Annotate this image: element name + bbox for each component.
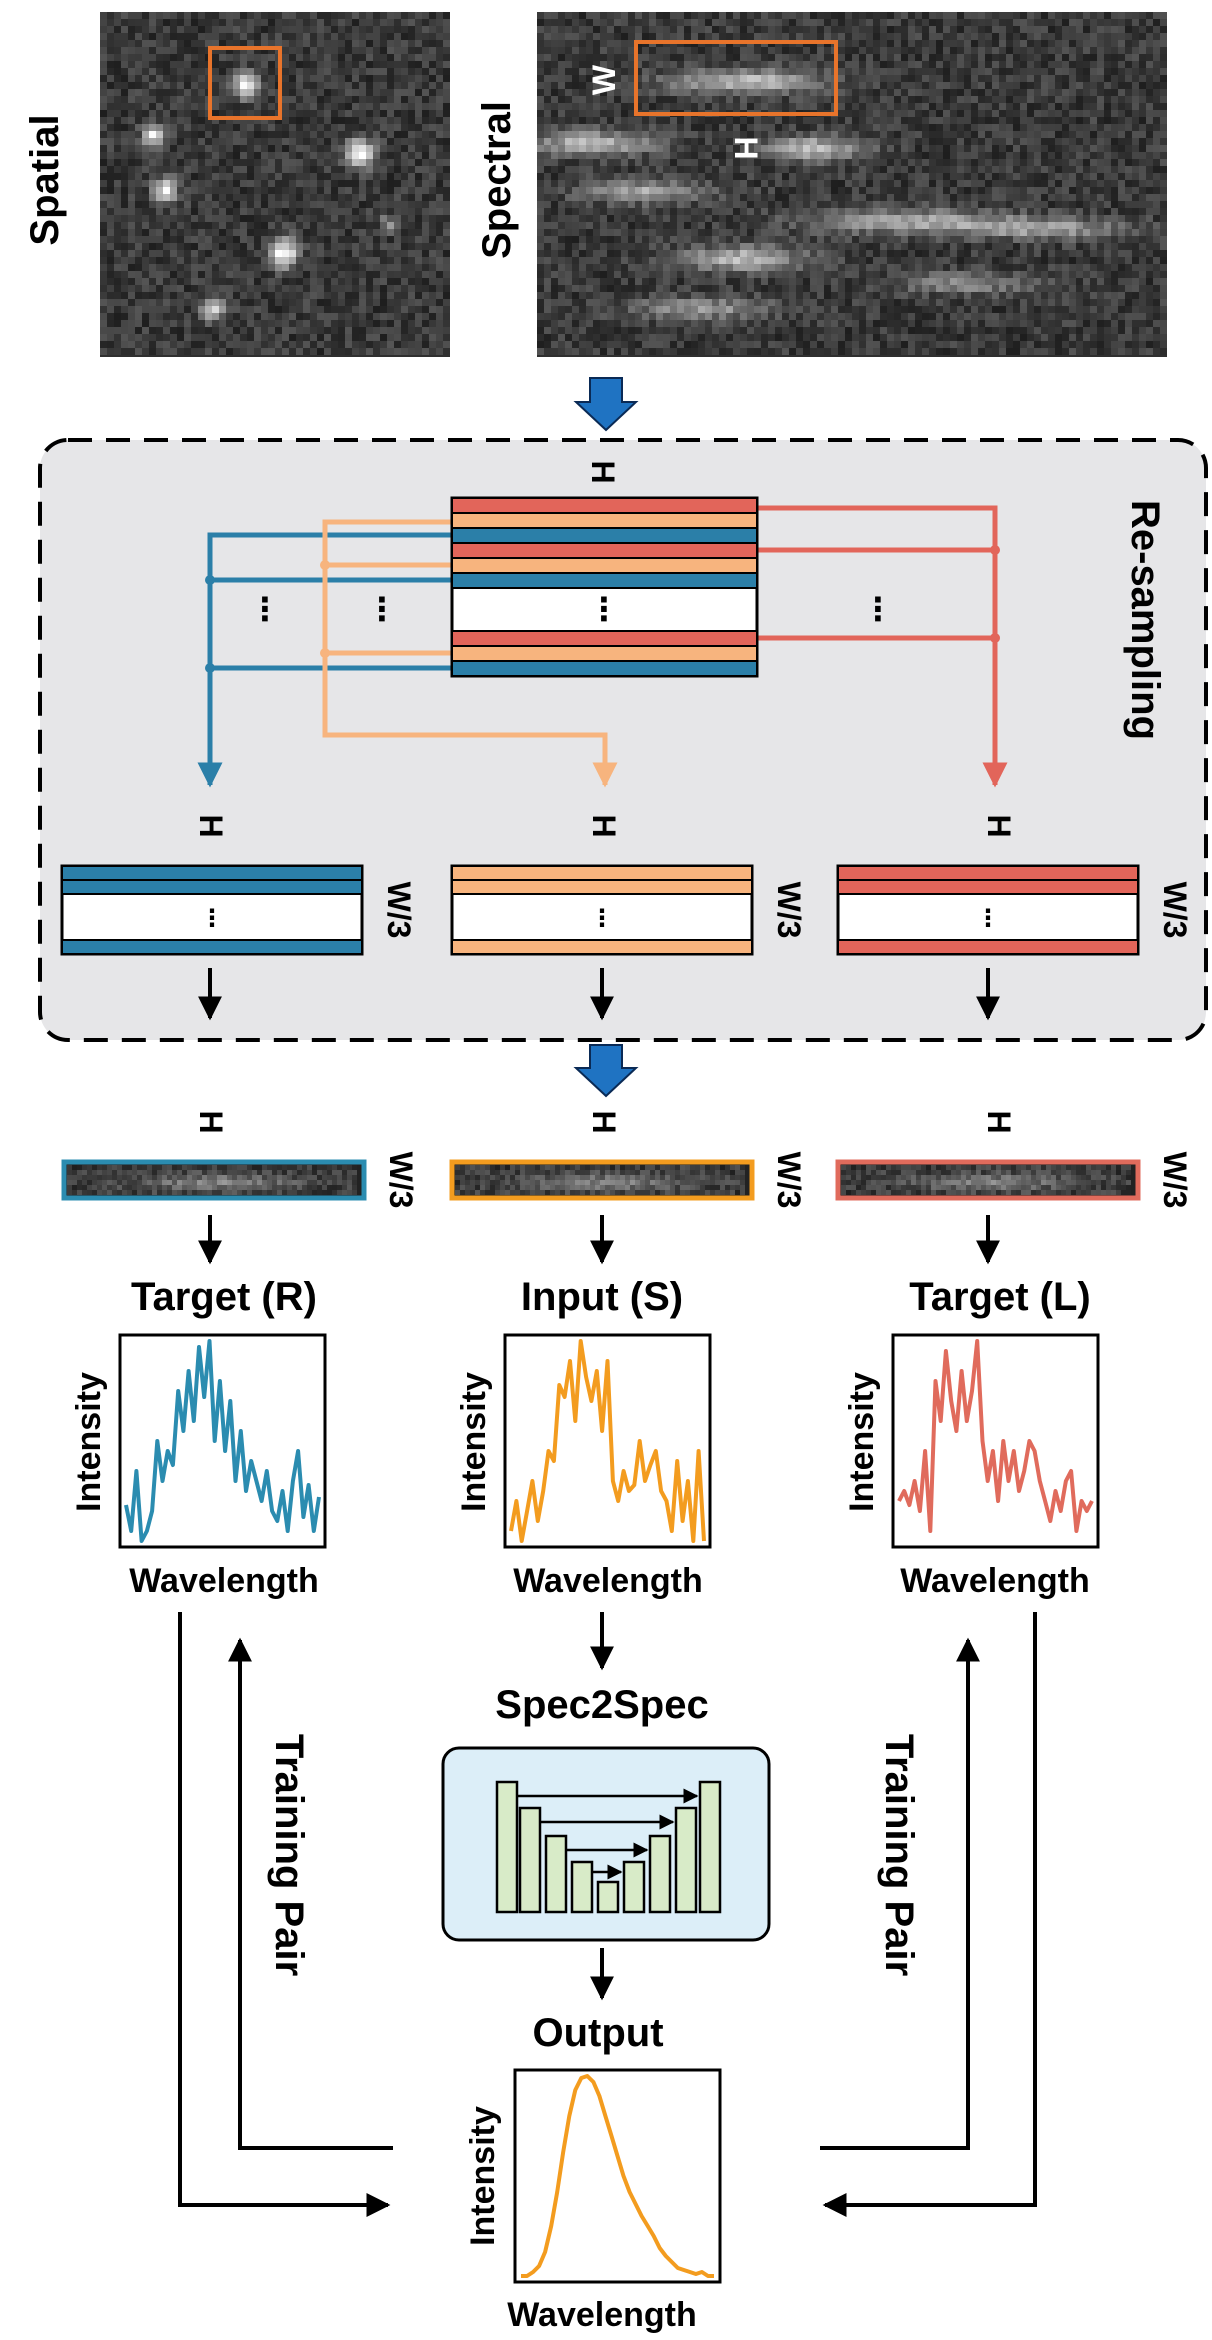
crop-left: [61, 1159, 367, 1201]
resampling-connectors: [197, 505, 1008, 788]
crop-right: [835, 1159, 1141, 1201]
training-pair-arrows-left: [178, 1612, 393, 2217]
unet-bar-2: [518, 1806, 542, 1914]
spec2spec-network: [441, 1746, 771, 1942]
crop-left-w3-label: W/3: [383, 1152, 419, 1209]
panel-title-input-s: Input (S): [521, 1275, 683, 1319]
plot-l-ylabel: Intensity: [843, 1372, 881, 1512]
spectral-label: Spectral: [475, 101, 519, 259]
resampling-title: Re-sampling: [1123, 500, 1167, 740]
training-pair-label-left: Training Pair: [267, 1734, 311, 1976]
output-ylabel: Intensity: [464, 2106, 502, 2246]
series-line-target-l: [897, 1339, 1094, 1533]
crop-mid-w3-label: W/3: [771, 1152, 807, 1209]
unet-bar-5: [596, 1880, 620, 1914]
blue-w3-label: W/3: [381, 882, 417, 939]
unet-bar-8: [674, 1806, 698, 1914]
spatial-label: Spatial: [23, 114, 67, 245]
series-line-output: [521, 2074, 714, 2278]
spectral-w-label: W: [586, 64, 622, 95]
unet-bar-3: [544, 1834, 568, 1914]
substack-arrows: [198, 968, 1000, 1021]
plot-output: [513, 2068, 722, 2284]
red-substack-ellipsis: ⋮: [976, 905, 1000, 932]
ellipsis-3: ⋮: [862, 591, 894, 627]
red-w3-label: W/3: [1157, 882, 1193, 939]
peach-w3-label: W/3: [771, 882, 807, 939]
blue-substack: ⋮: [60, 864, 364, 956]
spectral-highlight-box: [634, 40, 838, 116]
spectral-h-label: H: [728, 136, 764, 159]
ellipsis-2: ⋮: [366, 591, 398, 627]
plot-r-ylabel: Intensity: [70, 1372, 108, 1512]
red-substack: ⋮: [836, 864, 1140, 956]
spectral-stack: ⋮: [450, 496, 759, 678]
plot-target-l: [891, 1333, 1100, 1549]
training-pair-label-right: Training Pair: [877, 1734, 921, 1976]
crop-right-w3-label: W/3: [1157, 1152, 1193, 1209]
down-arrow-1: [573, 377, 639, 432]
unet-bar-7: [648, 1834, 672, 1914]
spatial-highlight-box: [208, 46, 282, 120]
blue-h-label: H: [193, 814, 229, 837]
ellipsis-1: ⋮: [249, 591, 281, 627]
unet-bar-1: [495, 1780, 519, 1914]
spectral-image: W H: [537, 12, 1167, 357]
spatial-image: [100, 12, 450, 357]
stack-ellipsis: ⋮: [588, 591, 620, 627]
blue-substack-ellipsis: ⋮: [200, 905, 224, 932]
plot-s-xlabel: Wavelength: [513, 1562, 703, 1600]
panel-title-target-l: Target (L): [909, 1275, 1090, 1319]
peach-substack: ⋮: [450, 864, 754, 956]
crop-left-h-label: H: [193, 1110, 229, 1133]
plot-target-r: [118, 1333, 327, 1549]
panel-title-target-r: Target (R): [131, 1275, 317, 1319]
plot-r-xlabel: Wavelength: [129, 1562, 319, 1600]
series-line-target-r: [124, 1339, 321, 1543]
unet-bar-9: [698, 1780, 722, 1914]
series-line-input-s: [509, 1339, 706, 1543]
plot-input-s: [503, 1333, 712, 1549]
crop-right-h-label: H: [981, 1110, 1017, 1133]
output-title: Output: [532, 2011, 663, 2055]
unet-bar-4: [570, 1860, 594, 1914]
crop-mid-h-label: H: [586, 1110, 622, 1133]
output-xlabel: Wavelength: [507, 2296, 697, 2334]
down-arrow-2: [573, 1044, 639, 1098]
peach-h-label: H: [586, 814, 622, 837]
crop-arrows: [198, 1215, 1000, 1265]
resampling-h-label: H: [585, 460, 621, 483]
network-title: Spec2Spec: [495, 1683, 708, 1727]
peach-substack-ellipsis: ⋮: [590, 905, 614, 932]
unet-bar-6: [622, 1860, 646, 1914]
plot-l-xlabel: Wavelength: [900, 1562, 1090, 1600]
crop-middle: [449, 1159, 755, 1201]
red-h-label: H: [981, 814, 1017, 837]
training-pair-arrows-right: [820, 1612, 1037, 2217]
plot-s-ylabel: Intensity: [455, 1372, 493, 1512]
